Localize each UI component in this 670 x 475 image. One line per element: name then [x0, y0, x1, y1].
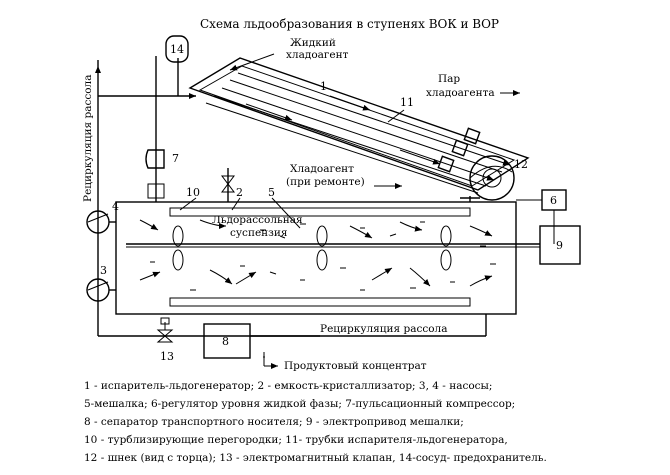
- vapor-refrigerant-label: Пар: [438, 73, 460, 85]
- label-11: 11: [400, 96, 414, 109]
- solenoid-valve: 13: [156, 317, 174, 363]
- separator: 8: [203, 323, 320, 369]
- product-label: Продуктовый концентрат: [284, 360, 427, 372]
- label-12: 12: [514, 158, 528, 171]
- refrigerant-repair-label: Хладоагент: [290, 163, 354, 175]
- label-10: 10: [186, 186, 200, 199]
- suspension-label: Льдорассольная: [212, 214, 303, 226]
- top-valve: [221, 168, 235, 202]
- label-9: 9: [556, 239, 563, 252]
- label-2: 2: [236, 186, 243, 199]
- vapor-refrigerant-label-2: хладоагента: [426, 87, 495, 99]
- label-3: 3: [100, 264, 107, 277]
- level-regulator: 6: [516, 189, 567, 244]
- label-13: 13: [160, 350, 174, 363]
- suspension-label-2: суспензия: [230, 227, 288, 239]
- label-1: 1: [320, 80, 327, 93]
- brine-recirc-bottom-label: Рециркуляция рассола: [320, 323, 448, 335]
- legend-line-4: 10 - турблизирующие перегородки; 11- тру…: [84, 434, 508, 446]
- liquid-refrigerant-label: Жидкий: [290, 37, 336, 49]
- screw-end-view: [469, 155, 515, 201]
- refrigerant-repair-label-2: (при ремонте): [286, 176, 365, 188]
- ice-formation-diagram: Схема льдообразования в ступенях ВОК и В…: [82, 17, 581, 372]
- legend-line-3: 8 - сепаратор транспортного носителя; 9 …: [84, 416, 464, 428]
- brine-recirc-vertical-label: Рециркуляция рассола: [82, 75, 94, 203]
- legend-line-5: 12 - шнек (вид с торца); 13 - электромаг…: [84, 452, 547, 464]
- label-7: 7: [172, 152, 179, 165]
- pulsation-compressor: 7: [145, 149, 179, 199]
- label-6: 6: [550, 194, 557, 207]
- legend-line-2: 5-мешалка; 6-регулятор уровня жидкой фаз…: [84, 398, 516, 410]
- liquid-refrigerant-label-2: хладоагент: [286, 49, 349, 61]
- diagram-title: Схема льдообразования в ступенях ВОК и В…: [200, 17, 499, 31]
- label-8: 8: [222, 335, 229, 348]
- stirrer-drive: 9: [539, 225, 581, 265]
- label-4: 4: [112, 200, 119, 213]
- pump-4: 4: [86, 200, 119, 234]
- legend-line-1: 1 - испаритель-льдогенератор; 2 - емкост…: [84, 380, 493, 392]
- safety-vessel: 14: [165, 35, 189, 63]
- evaporator-ice-generator: [188, 57, 530, 194]
- label-14: 14: [170, 43, 184, 56]
- pump-3: 3: [86, 264, 116, 302]
- crystallizer-tank: [115, 201, 540, 315]
- label-5: 5: [268, 186, 275, 199]
